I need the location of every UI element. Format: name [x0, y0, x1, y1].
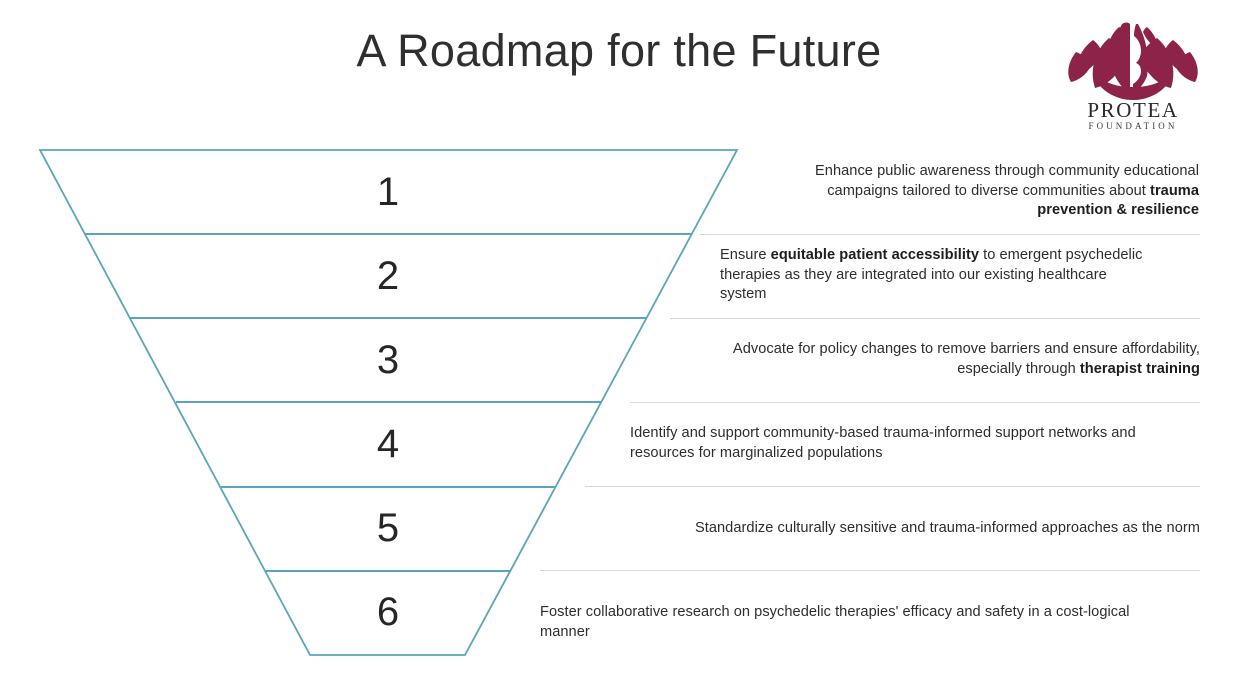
roadmap-item-3: Advocate for policy changes to remove ba… [520, 319, 1200, 403]
roadmap-item-1: Enhance public awareness through communi… [520, 151, 1200, 235]
funnel-diagram [38, 149, 739, 656]
roadmap-item-5: Standardize culturally sensitive and tra… [520, 487, 1200, 571]
roadmap-item-list: Enhance public awareness through communi… [520, 151, 1200, 655]
roadmap-item-2-trail: to emergent psychedelic therapies as the… [720, 247, 1143, 302]
funnel-stage-number-2: 2 [376, 254, 400, 298]
funnel-outline [38, 149, 739, 656]
page-title: A Roadmap for the Future [356, 25, 882, 76]
roadmap-item-2-lead: Ensure [720, 247, 771, 263]
funnel-stage-number-4: 4 [376, 422, 400, 466]
brand-logo: PROTEA FOUNDATION [1062, 18, 1204, 136]
roadmap-item-5-divider [540, 570, 1200, 571]
roadmap-item-6-text: Foster collaborative research on psyched… [540, 603, 1158, 642]
roadmap-item-4-divider [585, 486, 1200, 487]
roadmap-item-1-divider [700, 234, 1200, 235]
funnel-stage-number-5: 5 [376, 506, 400, 550]
roadmap-item-2-divider [670, 318, 1200, 319]
funnel-stage-number-6: 6 [376, 590, 400, 634]
roadmap-item-3-lead: Advocate for policy changes to remove ba… [732, 341, 1200, 377]
lotus-flower-icon [1068, 22, 1198, 100]
logo-wordmark: PROTEA [1087, 98, 1179, 122]
roadmap-item-2-emphasis: equitable patient accessibility [770, 247, 980, 263]
roadmap-item-3-emphasis: therapist training [1079, 360, 1200, 377]
roadmap-item-6: Foster collaborative research on psyched… [520, 571, 1200, 655]
roadmap-item-2-text: Ensure equitable patient accessibility t… [720, 246, 1150, 305]
roadmap-item-5-text: Standardize culturally sensitive and tra… [582, 519, 1200, 539]
roadmap-item-1-text: Enhance public awareness through communi… [769, 162, 1199, 221]
roadmap-item-4-lead: Identify and support community-based tra… [630, 425, 1136, 461]
funnel-stage-number-3: 3 [376, 338, 400, 382]
roadmap-item-3-divider [630, 402, 1200, 403]
roadmap-item-4-text: Identify and support community-based tra… [630, 424, 1155, 463]
roadmap-item-5-lead: Standardize culturally sensitive and tra… [694, 520, 1200, 536]
roadmap-item-1-lead: Enhance public awareness through communi… [815, 163, 1199, 199]
logo-subword: FOUNDATION [1088, 121, 1178, 131]
roadmap-item-2: Ensure equitable patient accessibility t… [520, 235, 1200, 319]
funnel-stage-number-1: 1 [376, 170, 400, 214]
roadmap-item-3-text: Advocate for policy changes to remove ba… [675, 340, 1200, 379]
roadmap-item-4: Identify and support community-based tra… [520, 403, 1200, 487]
roadmap-item-1-emphasis: trauma prevention & resilience [1037, 182, 1199, 219]
roadmap-item-6-lead: Foster collaborative research on psyched… [540, 604, 1130, 640]
